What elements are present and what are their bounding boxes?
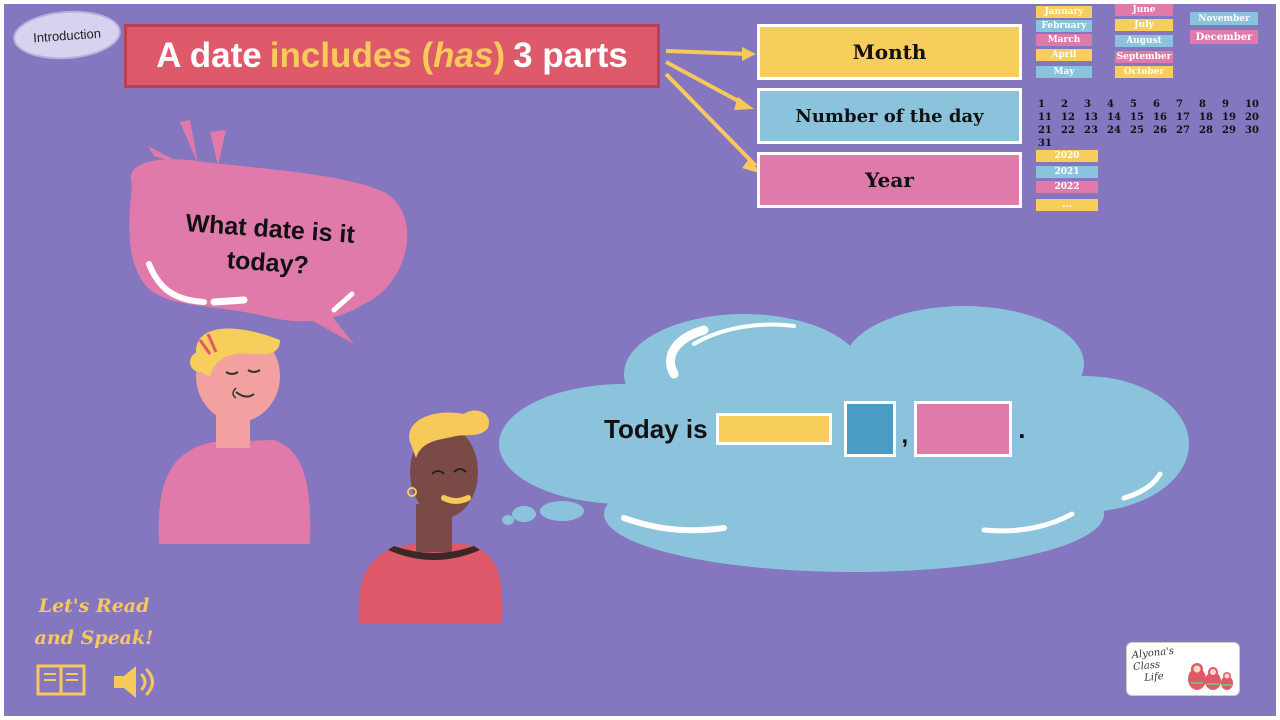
month-tag: May [1036, 66, 1092, 78]
speaker-icon[interactable] [112, 662, 158, 702]
introduction-label: Introduction [32, 25, 102, 45]
illustration-layer [129, 47, 1189, 624]
man-illustration [358, 410, 503, 624]
year-tag: ... [1036, 199, 1098, 211]
lets-read-speak-label: Let's Read and Speak! [34, 595, 154, 649]
nesting-dolls-icon [1188, 663, 1233, 690]
period: . [1018, 413, 1026, 444]
month-tag: January [1036, 6, 1092, 18]
month-tag: September [1115, 51, 1173, 63]
arrows [664, 47, 762, 174]
part-month-box: Month [757, 24, 1022, 80]
speech-bubble [129, 120, 408, 344]
year-tag: 2021 [1036, 166, 1098, 178]
month-tag: July [1115, 19, 1173, 31]
comma: , [901, 422, 909, 449]
month-tag: April [1036, 49, 1092, 61]
year-tag: 2022 [1036, 181, 1098, 193]
slide-title: A date includes (has) 3 parts [124, 24, 660, 88]
month-tag: November [1190, 12, 1258, 25]
logo-text: Alyona's Class Life [1131, 645, 1175, 684]
part-year-box: Year [757, 152, 1022, 208]
title-has-italic: has [433, 36, 494, 75]
month-tag: December [1190, 30, 1258, 44]
title-count: 3 parts [513, 36, 628, 75]
month-tag: June [1115, 4, 1173, 16]
day-blank [843, 401, 896, 457]
month-tag: August [1115, 35, 1173, 47]
book-icon[interactable] [36, 662, 86, 698]
today-sentence: Today is , . [604, 400, 1025, 458]
class-logo: Alyona's Class Life [1126, 642, 1240, 696]
month-blank [715, 413, 832, 445]
woman-illustration [158, 328, 311, 544]
year-blank [914, 401, 1013, 457]
year-tag: 2020 [1036, 150, 1098, 162]
month-tag: March [1036, 34, 1092, 46]
part-day-box: Number of the day [757, 88, 1022, 144]
title-text-highlight: includes (has) [269, 36, 506, 75]
thought-cloud [499, 306, 1189, 572]
today-prefix: Today is [604, 413, 708, 444]
title-text-white: A date [156, 36, 262, 75]
month-tag: October [1115, 66, 1173, 78]
month-tag: February [1036, 20, 1092, 32]
slide-canvas: Introduction A date includes (has) 3 par… [4, 4, 1276, 716]
